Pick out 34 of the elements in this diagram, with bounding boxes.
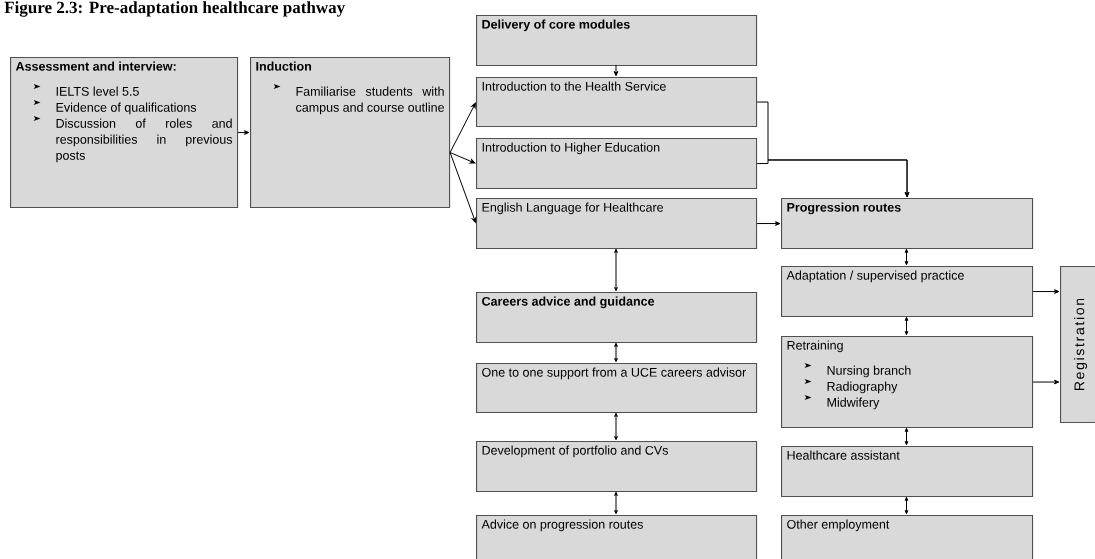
arrow xyxy=(449,152,477,223)
process-box: Other employment xyxy=(781,515,1034,559)
process-box: Careers advice and guidance xyxy=(476,292,758,344)
arrow xyxy=(904,248,909,266)
arrow xyxy=(449,152,476,164)
process-box: Development of portfolio and CVs xyxy=(476,441,758,493)
process-box: Introduction to Higher Education xyxy=(476,138,758,190)
process-box: English Language for Healthcare xyxy=(476,198,758,250)
arrow xyxy=(614,412,618,441)
process-box: Healthcare assistant xyxy=(781,446,1034,498)
arrow xyxy=(1032,289,1060,294)
process-box: Assessment and interview: IELTS level 5.5 Evidence of qualifications Discussion of roles and responsibilities in previous posts xyxy=(10,57,239,209)
arrow xyxy=(614,342,618,363)
arrow xyxy=(614,248,618,292)
arrow xyxy=(613,64,619,77)
arrow xyxy=(756,221,781,226)
process-box: Advice on progression routes xyxy=(476,515,758,559)
arrow xyxy=(614,491,618,515)
process-box: Adaptation / supervised practice xyxy=(781,266,1034,318)
process-box: Induction Familiarise students with campus and course outline xyxy=(250,57,451,209)
arrow xyxy=(449,102,476,154)
process-box: Introduction to the Health Service xyxy=(476,77,758,128)
arrow xyxy=(904,427,909,446)
figure-title: Figure 2.3: Pre-adaptation healthcare pathway xyxy=(4,1,345,17)
arrow xyxy=(904,316,909,336)
arrow xyxy=(904,496,909,515)
arrow xyxy=(237,130,250,135)
process-box: One to one support from a UCE careers advisor xyxy=(476,363,758,414)
arrow xyxy=(1032,379,1060,385)
process-box: Registration xyxy=(1060,266,1095,424)
process-box: Delivery of core modules xyxy=(476,15,758,67)
arrow xyxy=(756,159,910,198)
process-box: Progression routes xyxy=(781,198,1034,250)
process-box: Retraining Nursing branch Radiography Midwifery xyxy=(781,336,1034,429)
